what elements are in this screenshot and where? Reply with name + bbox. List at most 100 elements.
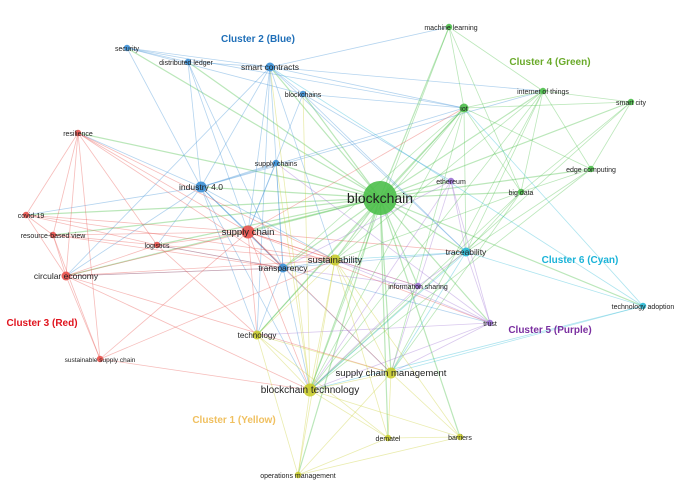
- node-transparency[interactable]: [278, 263, 288, 273]
- edge-big_data-traceability: [465, 191, 522, 253]
- node-technology-adoption[interactable]: [639, 302, 647, 310]
- edge-blockchains-ethereum: [302, 93, 452, 182]
- edge-barriers-operations_management: [297, 436, 461, 476]
- edge-blockchain-distributed_ledger: [187, 61, 381, 199]
- node-iot[interactable]: [459, 103, 469, 113]
- edge-edge_computing-big_data: [520, 168, 592, 193]
- edge-blockchain-smart_city: [379, 101, 632, 199]
- edge-technology_adoption-iot: [463, 107, 644, 307]
- node-smart-city[interactable]: [627, 98, 635, 106]
- edge-traceability-sustainability: [334, 251, 467, 261]
- label-machine-learning: machine learning: [424, 25, 477, 32]
- edge-smart_contracts-technology: [256, 66, 271, 336]
- node-supply-chains[interactable]: [272, 159, 280, 167]
- edge-blockchain_technology-smart_contracts: [269, 66, 311, 391]
- node-covid-19[interactable]: [22, 211, 30, 219]
- edge-big_data-supply_chain_management: [390, 191, 522, 374]
- edge-industry_4-covid_19: [25, 186, 202, 216]
- edge-blockchain-machine_learning: [379, 26, 450, 199]
- node-dematel[interactable]: [384, 434, 392, 442]
- cluster-label-c6: Cluster 6 (Cyan): [542, 255, 619, 266]
- edge-distributed_ledger-transparency: [187, 61, 284, 269]
- edge-information_sharing-transparency: [282, 267, 419, 287]
- edge-smart_contracts-internet_of_things: [269, 66, 544, 92]
- node-operations-management[interactable]: [294, 471, 302, 479]
- node-layer: [22, 23, 647, 479]
- node-security[interactable]: [123, 44, 131, 52]
- edge-blockchain-circular_economy: [65, 197, 381, 277]
- edge-blockchain-resilience: [77, 132, 381, 199]
- edge-blockchain-supply_chain_management: [379, 197, 392, 374]
- edge-resource_based_view-logistics: [52, 234, 158, 246]
- node-industry-4[interactable]: [195, 181, 207, 193]
- edge-blockchain-operations_management: [297, 197, 381, 476]
- edge-smart_contracts-blockchains: [269, 66, 304, 95]
- edge-logistics-supply_chain: [156, 231, 249, 246]
- edge-smart_contracts-machine_learning: [269, 26, 450, 68]
- label-resilience: resilience: [63, 131, 93, 138]
- node-sustainability[interactable]: [329, 254, 341, 266]
- edge-technology_adoption-supply_chain_management: [390, 305, 644, 374]
- edge-supply_chain-circular_economy: [65, 231, 249, 277]
- node-smart-contracts[interactable]: [265, 62, 275, 72]
- edge-iot-internet_of_things: [463, 90, 544, 109]
- node-internet-of-things[interactable]: [539, 87, 547, 95]
- node-traceability[interactable]: [461, 247, 471, 257]
- node-logistics[interactable]: [153, 241, 161, 249]
- label-covid-19: covid-19: [18, 213, 45, 220]
- edge-traceability-technology_adoption: [465, 251, 644, 307]
- label-edge-computing: edge computing: [566, 167, 616, 174]
- edge-sustainability-supply_chain_management: [334, 259, 392, 374]
- node-resilience[interactable]: [74, 129, 82, 137]
- node-barriers[interactable]: [456, 433, 464, 441]
- node-ethereum[interactable]: [447, 177, 455, 185]
- cluster-label-c3: Cluster 3 (Red): [6, 318, 77, 329]
- node-big-data[interactable]: [517, 188, 525, 196]
- node-sustainable-supply-chain[interactable]: [96, 355, 104, 363]
- node-blockchain-technology[interactable]: [303, 383, 317, 397]
- label-operations-management: operations management: [260, 473, 336, 480]
- node-machine-learning[interactable]: [445, 23, 453, 31]
- edge-covid_19-sustainability: [25, 214, 336, 261]
- edge-security-distributed_ledger: [126, 47, 189, 63]
- label-logistics: logistics: [145, 243, 170, 250]
- edge-machine_learning-iot: [448, 26, 465, 109]
- label-blockchains: blockchains: [285, 92, 322, 99]
- node-information-sharing[interactable]: [414, 282, 422, 290]
- node-distributed-ledger[interactable]: [184, 58, 192, 66]
- edge-circular_economy-supply_chain_management: [65, 275, 392, 374]
- cluster-label-c2: Cluster 2 (Blue): [221, 34, 295, 45]
- edge-blockchain-covid_19: [25, 197, 381, 216]
- node-circular-economy[interactable]: [61, 271, 71, 281]
- edge-sustainable_supply_chain-sustainability: [99, 259, 336, 360]
- edge-industry_4-technology: [200, 186, 258, 336]
- edge-industry_4-internet_of_things: [200, 90, 544, 188]
- edge-industry_4-transparency: [200, 186, 284, 269]
- label-resource-based-view: resource-based view: [21, 233, 87, 240]
- edge-covid_19-resource_based_view: [25, 214, 54, 236]
- edge-security-industry_4: [126, 47, 202, 188]
- edge-industry_4-supply_chain_management: [200, 186, 392, 374]
- cluster-label-c1: Cluster 1 (Yellow): [192, 415, 275, 426]
- node-supply-chain[interactable]: [241, 225, 255, 239]
- node-trust[interactable]: [486, 319, 494, 327]
- edge-blockchain-dematel: [379, 197, 389, 439]
- label-barriers: barriers: [448, 435, 472, 442]
- edge-blockchain-barriers: [379, 197, 461, 438]
- node-edge-computing[interactable]: [587, 165, 595, 173]
- edge-trust-traceability: [465, 251, 491, 324]
- edge-smart_contracts-circular_economy: [65, 66, 271, 277]
- node-blockchain[interactable]: [363, 181, 397, 215]
- edge-blockchain_technology-operations_management: [297, 389, 311, 476]
- edge-security-blockchains: [126, 47, 304, 95]
- edge-edge_computing-traceability: [465, 168, 592, 253]
- node-supply-chain-management[interactable]: [385, 367, 397, 379]
- node-blockchains[interactable]: [299, 90, 307, 98]
- node-resource-based-view[interactable]: [49, 231, 57, 239]
- edge-technology-dematel: [256, 334, 389, 439]
- node-technology[interactable]: [252, 330, 262, 340]
- label-ethereum: ethereum: [436, 179, 466, 186]
- edge-resilience-resource_based_view: [52, 132, 79, 236]
- label-traceability: traceability: [446, 247, 487, 257]
